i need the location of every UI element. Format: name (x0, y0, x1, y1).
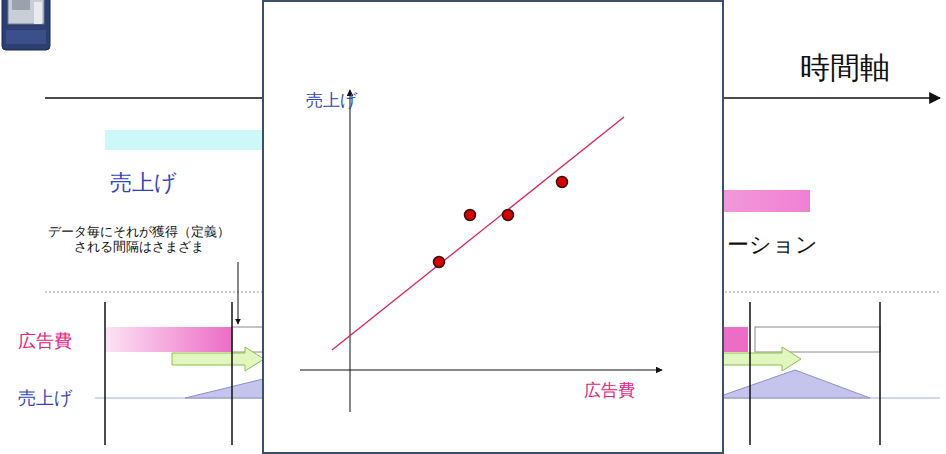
scatter-plot (264, 2, 726, 454)
row-label: 広告費 (18, 330, 72, 352)
axis-label: 広告費 (584, 380, 635, 400)
axis-label: 売上げ (306, 90, 357, 110)
sales-triangle (715, 370, 870, 398)
series-label: 売上げ (110, 170, 177, 196)
ad-spend-slot (755, 327, 880, 352)
effect-arrow (172, 347, 264, 371)
leader-arrow (238, 262, 239, 324)
data-point (465, 210, 476, 221)
y-axis (350, 90, 351, 412)
series-label: ーション (727, 232, 818, 258)
sales-bar (105, 130, 275, 150)
note-text: データ毎にそれが獲得（定義） される間隔はさまざま (14, 224, 264, 254)
ad-spend-bar (105, 327, 232, 352)
row-label: 売上げ (18, 387, 72, 409)
regression-line (332, 117, 624, 350)
data-point (557, 177, 568, 188)
time-recorder-picture (2, 0, 50, 50)
data-point (434, 257, 445, 268)
data-point (503, 210, 514, 221)
axis-title: 時間軸 (800, 50, 890, 86)
x-axis (300, 370, 662, 371)
scatter-panel: 売上げ広告費 (262, 0, 724, 454)
